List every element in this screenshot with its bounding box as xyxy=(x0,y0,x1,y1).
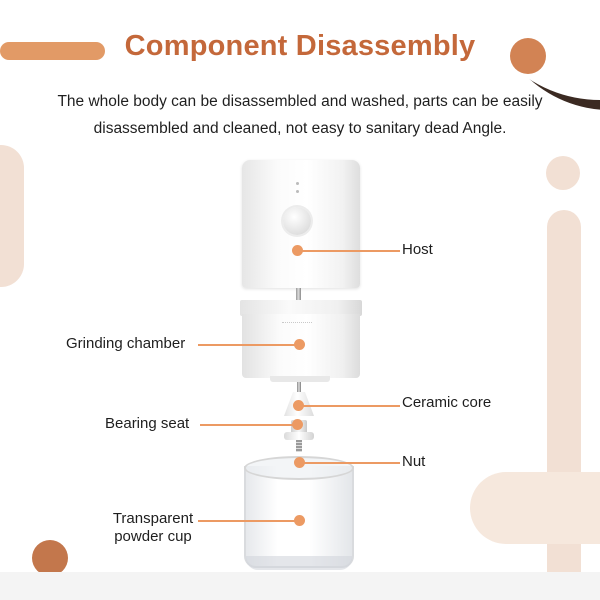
decorative-title-bar xyxy=(0,42,105,60)
description-text: The whole body can be disassembled and w… xyxy=(57,93,543,137)
grinding-chamber-marks xyxy=(282,322,312,327)
grinding-chamber-lip xyxy=(270,376,330,382)
drive-shaft xyxy=(296,288,301,302)
floor-shadow xyxy=(0,572,600,600)
callout-line-host xyxy=(302,250,400,252)
label-bearing-seat: Bearing seat xyxy=(105,415,190,432)
label-nut: Nut xyxy=(402,453,426,470)
page-title: Component Disassembly xyxy=(124,30,476,62)
nut-part xyxy=(296,440,302,452)
decorative-dot xyxy=(32,540,68,576)
callout-dot-host xyxy=(292,245,303,256)
power-button-icon xyxy=(283,207,311,235)
callout-line-powder-cup xyxy=(198,520,296,522)
grinder-shaft xyxy=(297,382,301,394)
grinding-chamber-top xyxy=(240,300,362,316)
label-powder-cup-line2: powder cup xyxy=(114,528,192,545)
powder-cup-base xyxy=(246,556,352,570)
decorative-pill xyxy=(0,145,24,287)
decorative-blob xyxy=(470,472,600,544)
callout-line-bearing-seat xyxy=(200,424,294,426)
callout-dot-ceramic-core xyxy=(293,400,304,411)
callout-dot-powder-cup xyxy=(294,515,305,526)
label-host: Host xyxy=(402,241,433,258)
indicator-light-icon xyxy=(296,182,299,185)
callout-line-grinding-chamber xyxy=(198,344,296,346)
indicator-light-icon xyxy=(296,190,299,193)
callout-line-ceramic-core xyxy=(303,405,400,407)
decorative-dot xyxy=(546,156,580,190)
callout-dot-bearing-seat xyxy=(292,419,303,430)
bearing-seat-base xyxy=(284,432,314,440)
label-ceramic-core: Ceramic core xyxy=(402,394,492,411)
label-powder-cup-line1: Transparent xyxy=(112,510,194,527)
callout-dot-grinding-chamber xyxy=(294,339,305,350)
callout-dot-nut xyxy=(294,457,305,468)
callout-line-nut xyxy=(304,462,400,464)
label-grinding-chamber: Grinding chamber xyxy=(66,335,186,352)
label-powder-cup: Transparent powder cup xyxy=(98,510,208,546)
decorative-dot xyxy=(510,38,546,74)
